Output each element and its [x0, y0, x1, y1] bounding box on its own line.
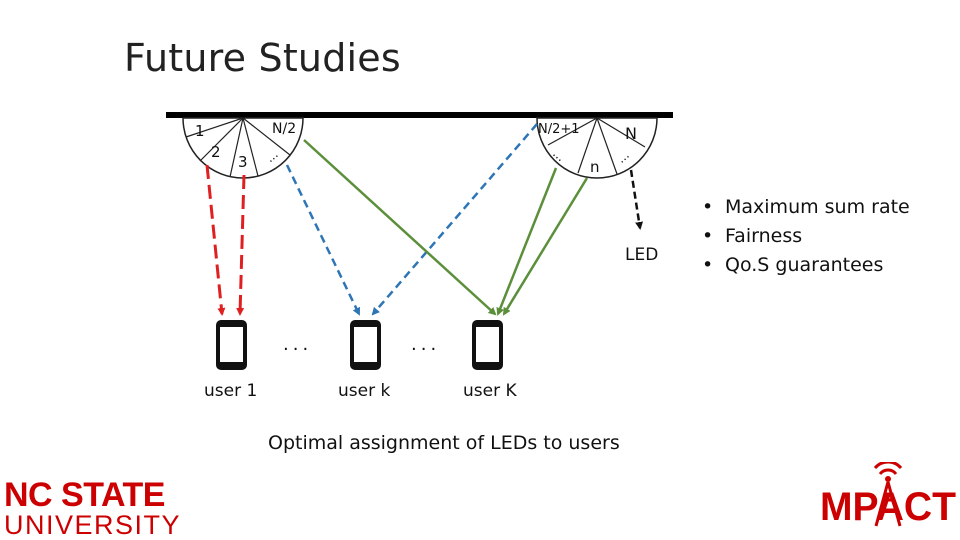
phone-icon [216, 320, 247, 370]
left-luminaire: 1 2 3 ... N/2 [182, 117, 304, 179]
led-off-arrow [629, 169, 644, 230]
blue-link-arrow [285, 164, 361, 316]
slide-title: Future Studies [124, 36, 401, 80]
right-segment-label: n [590, 158, 600, 176]
bullet-item: Fairness [700, 222, 910, 251]
green-link-arrow [496, 167, 558, 316]
left-segment-label: N/2 [272, 121, 296, 137]
user-label: user K [463, 381, 517, 401]
red-link-arrow [236, 174, 246, 316]
phone-icon [472, 320, 503, 370]
left-segment-label: 3 [238, 153, 248, 171]
user-label: user 1 [204, 381, 257, 401]
blue-link-arrow [371, 123, 538, 316]
green-link-arrow [502, 177, 589, 316]
ceiling-bar [166, 112, 673, 118]
signal-icon [873, 462, 903, 476]
diagram-caption: Optimal assignment of LEDs to users [268, 432, 620, 454]
users-ellipsis: ... [283, 334, 312, 355]
left-segment-label: 1 [195, 122, 205, 140]
phone-icon [350, 320, 381, 370]
mpact-logo: MPACT [820, 462, 956, 529]
ncsu-logo-line1: NC STATE [4, 476, 165, 514]
users-ellipsis: ... [411, 334, 440, 355]
right-luminaire: N/2+1 ... n ... N [536, 117, 658, 179]
led-label: LED [625, 245, 658, 265]
bullet-item: Qo.S guarantees [700, 251, 910, 280]
right-segment-label: N [625, 124, 637, 143]
red-link-arrow [205, 164, 226, 316]
ncsu-logo-line2: UNIVERSITY [4, 510, 182, 540]
right-segment-label: N/2+1 [538, 122, 580, 137]
user-label: user k [338, 381, 390, 401]
mpact-logo-text: MPACT [820, 485, 956, 529]
bullet-list: Maximum sum rate Fairness Qo.S guarantee… [700, 193, 910, 280]
left-segment-label: 2 [211, 143, 221, 161]
bullet-item: Maximum sum rate [700, 193, 910, 222]
green-link-arrow [303, 139, 497, 316]
tower-icon [874, 481, 902, 527]
ncsu-logo: NC STATE UNIVERSITY [4, 476, 182, 540]
